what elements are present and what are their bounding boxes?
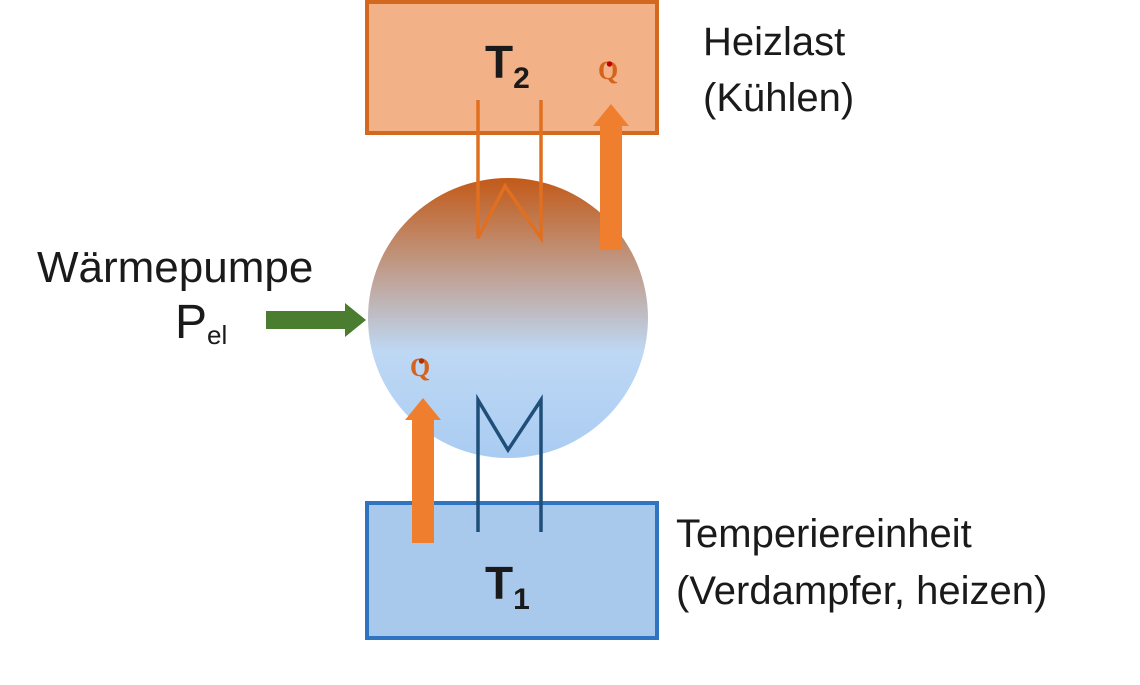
t2-subscript: 2 bbox=[513, 62, 530, 95]
temperiereinheit-line1: Temperiereinheit bbox=[676, 512, 972, 556]
t1-symbol: T bbox=[485, 557, 514, 609]
heat-in-dot: • bbox=[418, 351, 426, 373]
heat-in-q-label: • Q bbox=[410, 351, 431, 383]
heat-pump-label: Wärmepumpe bbox=[37, 243, 314, 292]
t2-label: T2 bbox=[485, 34, 530, 107]
heizlast-line2: (Kühlen) bbox=[703, 76, 855, 120]
heat-out-arrow bbox=[593, 104, 629, 250]
t2-symbol: T bbox=[485, 36, 514, 88]
heat-out-dot: • bbox=[606, 54, 614, 76]
power-symbol: P bbox=[175, 296, 208, 349]
heat-out-q-symbol: Q bbox=[598, 56, 619, 85]
condenser-coil bbox=[476, 100, 543, 244]
evaporator-coil bbox=[476, 393, 543, 532]
heat-pump-sphere bbox=[368, 178, 648, 458]
t1-label: T1 bbox=[485, 555, 530, 628]
temperiereinheit-box bbox=[365, 501, 659, 640]
heat-out-q-label: • Q bbox=[598, 54, 619, 86]
power-subscript: el bbox=[207, 320, 228, 350]
power-label: Pel bbox=[175, 295, 227, 363]
heat-in-q-symbol: Q bbox=[410, 353, 431, 382]
temperiereinheit-line2: (Verdampfer, heizen) bbox=[676, 569, 1048, 613]
t1-subscript: 1 bbox=[513, 583, 530, 616]
heizlast-line1: Heizlast bbox=[703, 20, 846, 64]
power-arrow bbox=[266, 303, 366, 337]
heat-in-arrow bbox=[405, 398, 441, 543]
